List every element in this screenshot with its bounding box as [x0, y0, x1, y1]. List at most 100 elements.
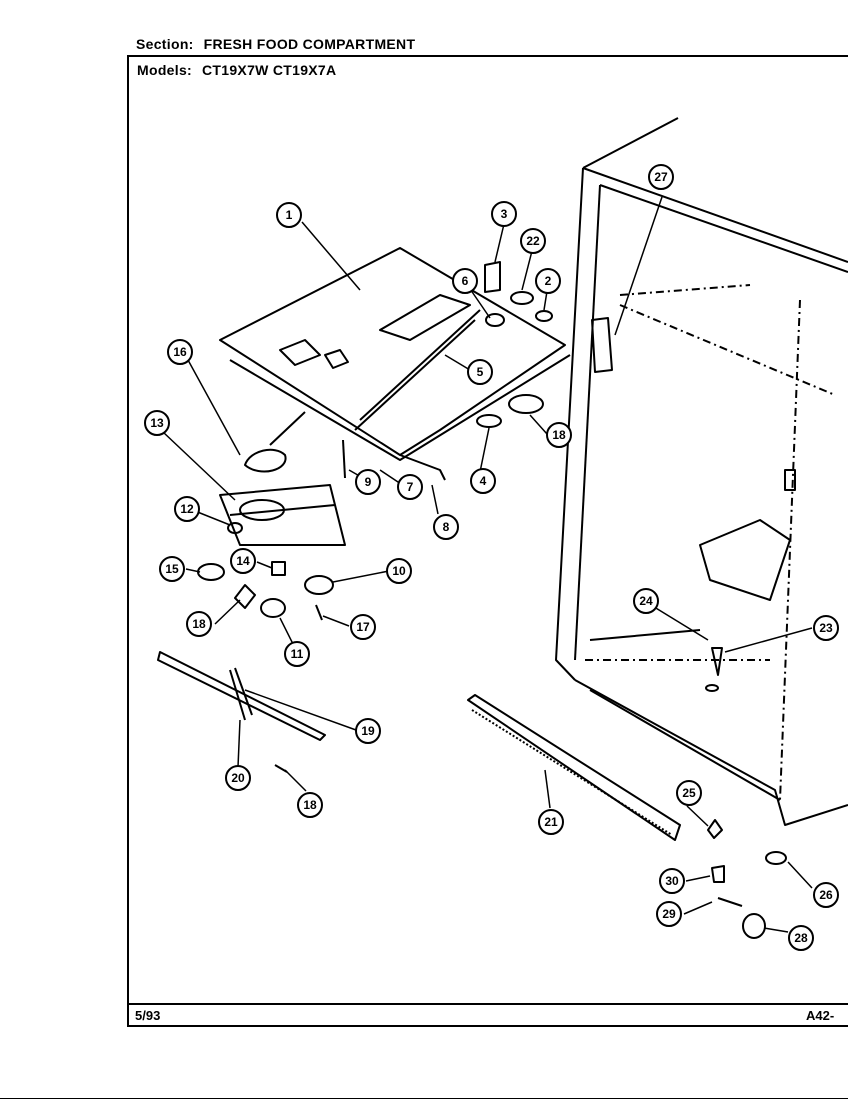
callout-circle [535, 268, 561, 294]
control-housing-illustration [219, 247, 571, 481]
callout-number: 9 [365, 475, 372, 489]
callout-number: 1 [286, 208, 293, 222]
diagram-frame [127, 55, 848, 1027]
callout-circle [433, 514, 459, 540]
callout-number: 3 [501, 207, 508, 221]
callout-circle [350, 614, 376, 640]
callout-number: 26 [819, 888, 833, 902]
callout-number: 11 [291, 647, 304, 661]
callout-number: 4 [480, 474, 487, 488]
callout-28: 28 [788, 925, 814, 951]
callout-26: 26 [813, 882, 839, 908]
callout-18: 18 [546, 422, 572, 448]
callout-number: 8 [443, 520, 450, 534]
callout-number: 27 [654, 170, 668, 184]
callout-number: 5 [477, 365, 484, 379]
callout-1: 1 [276, 202, 302, 228]
callout-circle [633, 588, 659, 614]
cabinet-illustration [555, 117, 848, 826]
section-title: FRESH FOOD COMPARTMENT [203, 36, 416, 52]
footer-rule [127, 1003, 848, 1005]
callout-4: 4 [470, 468, 496, 494]
callout-number: 25 [682, 786, 696, 800]
callout-2: 2 [535, 268, 561, 294]
page-bottom-rule [0, 1098, 848, 1099]
callout-13: 13 [144, 410, 170, 436]
leader-lines [162, 196, 813, 933]
callout-number: 28 [794, 931, 808, 945]
callout-circle [186, 611, 212, 637]
callout-circle [159, 556, 185, 582]
callout-number: 10 [392, 564, 406, 578]
callout-circle [546, 422, 572, 448]
callout-10: 10 [386, 558, 412, 584]
callout-circle [813, 615, 839, 641]
callout-circle [656, 901, 682, 927]
callout-circle [470, 468, 496, 494]
callout-29: 29 [656, 901, 682, 927]
callout-number: 29 [662, 907, 676, 921]
callout-circle [144, 410, 170, 436]
callout-circle [788, 925, 814, 951]
callout-circle [230, 548, 256, 574]
callout-number: 2 [545, 274, 552, 288]
callout-number: 6 [462, 274, 469, 288]
callout-number: 18 [552, 428, 566, 442]
callout-18: 18 [297, 792, 323, 818]
callout-14: 14 [230, 548, 256, 574]
callout-circle [813, 882, 839, 908]
callout-5: 5 [467, 359, 493, 385]
callout-circle [491, 201, 517, 227]
callout-21: 21 [538, 809, 564, 835]
callout-20: 20 [225, 765, 251, 791]
section-label: Section: [136, 36, 194, 52]
callout-17: 17 [350, 614, 376, 640]
callout-18: 18 [186, 611, 212, 637]
callout-11: 11 [284, 641, 310, 667]
callout-circle [467, 359, 493, 385]
callout-19: 19 [355, 718, 381, 744]
callout-12: 12 [174, 496, 200, 522]
section-header: Section: FRESH FOOD COMPARTMENT [136, 36, 415, 52]
callout-circle [538, 809, 564, 835]
callout-number: 16 [173, 345, 187, 359]
callout-6: 6 [452, 268, 478, 294]
callout-number: 18 [192, 617, 206, 631]
models-label: Models: [137, 62, 192, 78]
callout-23: 23 [813, 615, 839, 641]
callout-number: 30 [665, 874, 679, 888]
date-code: 5/93 [135, 1008, 161, 1023]
callout-circle [355, 718, 381, 744]
callout-circle [276, 202, 302, 228]
callout-number: 22 [526, 234, 540, 248]
callout-circle [520, 228, 546, 254]
callout-number: 24 [639, 594, 653, 608]
callout-number: 13 [150, 416, 164, 430]
callout-circle [225, 765, 251, 791]
callout-15: 15 [159, 556, 185, 582]
callout-25: 25 [676, 780, 702, 806]
callout-7: 7 [397, 474, 423, 500]
callout-circle [397, 474, 423, 500]
callout-number: 17 [356, 620, 370, 634]
callout-16: 16 [167, 339, 193, 365]
callout-circle [174, 496, 200, 522]
callout-22: 22 [520, 228, 546, 254]
callout-number: 18 [303, 798, 317, 812]
callout-number: 15 [165, 562, 179, 576]
callout-circle [167, 339, 193, 365]
callout-number: 14 [236, 554, 250, 568]
models-header: Models:CT19X7W CT19X7A [137, 62, 336, 78]
callout-number: 7 [407, 480, 414, 494]
callout-circle [284, 641, 310, 667]
page-code: A42- [806, 1008, 835, 1023]
callout-circle [355, 469, 381, 495]
callout-number: 21 [544, 815, 558, 829]
callout-8: 8 [433, 514, 459, 540]
callout-30: 30 [659, 868, 685, 894]
callout-number: 20 [231, 771, 245, 785]
callout-24: 24 [633, 588, 659, 614]
callout-circle [659, 868, 685, 894]
callout-9: 9 [355, 469, 381, 495]
